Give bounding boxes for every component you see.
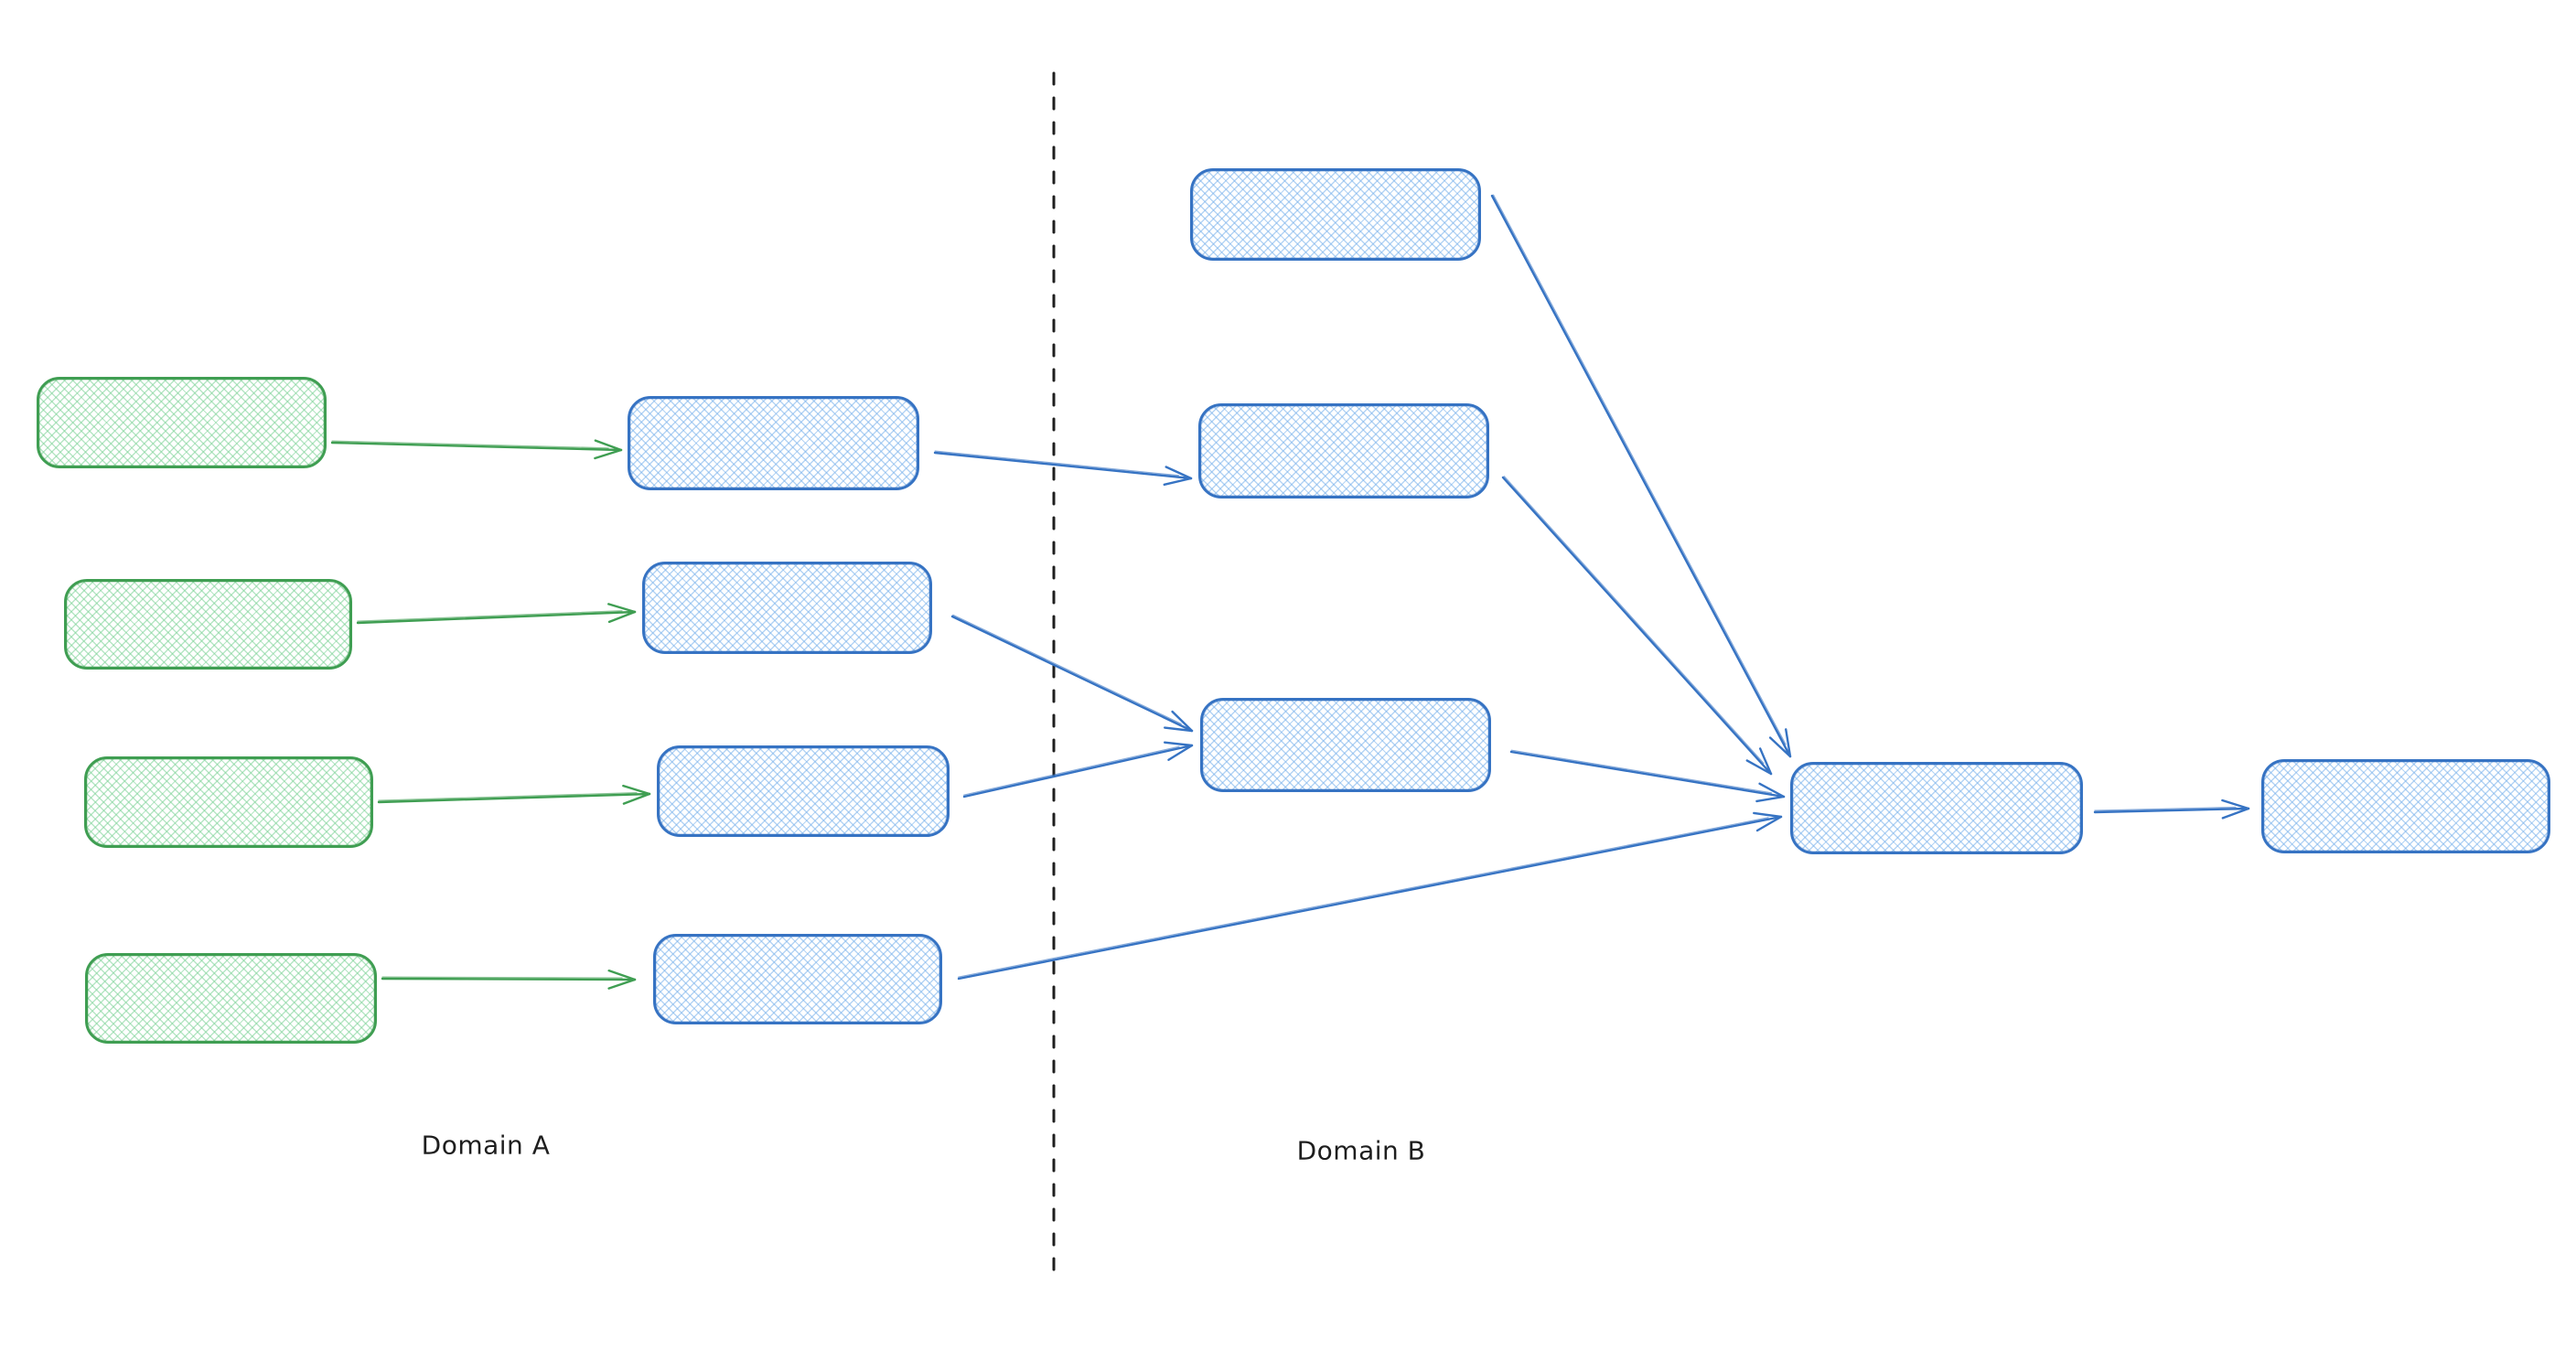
source-box-1[interactable] <box>37 377 327 468</box>
domain-a-label: Domain A <box>421 1130 551 1161</box>
edge-stagea2-stageb3[interactable] <box>950 614 1194 733</box>
stage-b-box-2[interactable] <box>1198 403 1489 498</box>
edge-source2-stagea2[interactable] <box>356 603 637 625</box>
stage-a-box-3[interactable] <box>657 745 950 837</box>
edge-source3-stagea3[interactable] <box>377 784 651 805</box>
edge-source4-stagea4[interactable] <box>381 969 637 990</box>
edge-stagea4-merge[interactable] <box>957 811 1783 981</box>
source-box-4[interactable] <box>85 953 377 1044</box>
edge-stageb2-merge[interactable] <box>1501 476 1773 776</box>
edge-stageb3-merge[interactable] <box>1509 749 1786 803</box>
stage-a-box-4[interactable] <box>653 934 942 1024</box>
edge-stagea1-stageb2[interactable] <box>933 450 1193 487</box>
edge-stageb1-merge[interactable] <box>1490 194 1792 758</box>
stage-a-box-1[interactable] <box>628 396 919 490</box>
stage-b-box-3[interactable] <box>1200 698 1491 792</box>
source-box-3[interactable] <box>84 756 373 848</box>
stage-a-box-2[interactable] <box>642 562 932 654</box>
output-box[interactable] <box>2261 759 2550 853</box>
edge-stagea3-stageb3[interactable] <box>962 741 1194 799</box>
edge-merge-output[interactable] <box>2093 799 2250 820</box>
stage-b-box-1[interactable] <box>1190 168 1481 261</box>
domain-b-label: Domain B <box>1296 1135 1426 1166</box>
merge-box[interactable] <box>1790 762 2083 854</box>
source-box-2[interactable] <box>64 579 352 670</box>
edge-source1-stagea1[interactable] <box>330 439 623 460</box>
